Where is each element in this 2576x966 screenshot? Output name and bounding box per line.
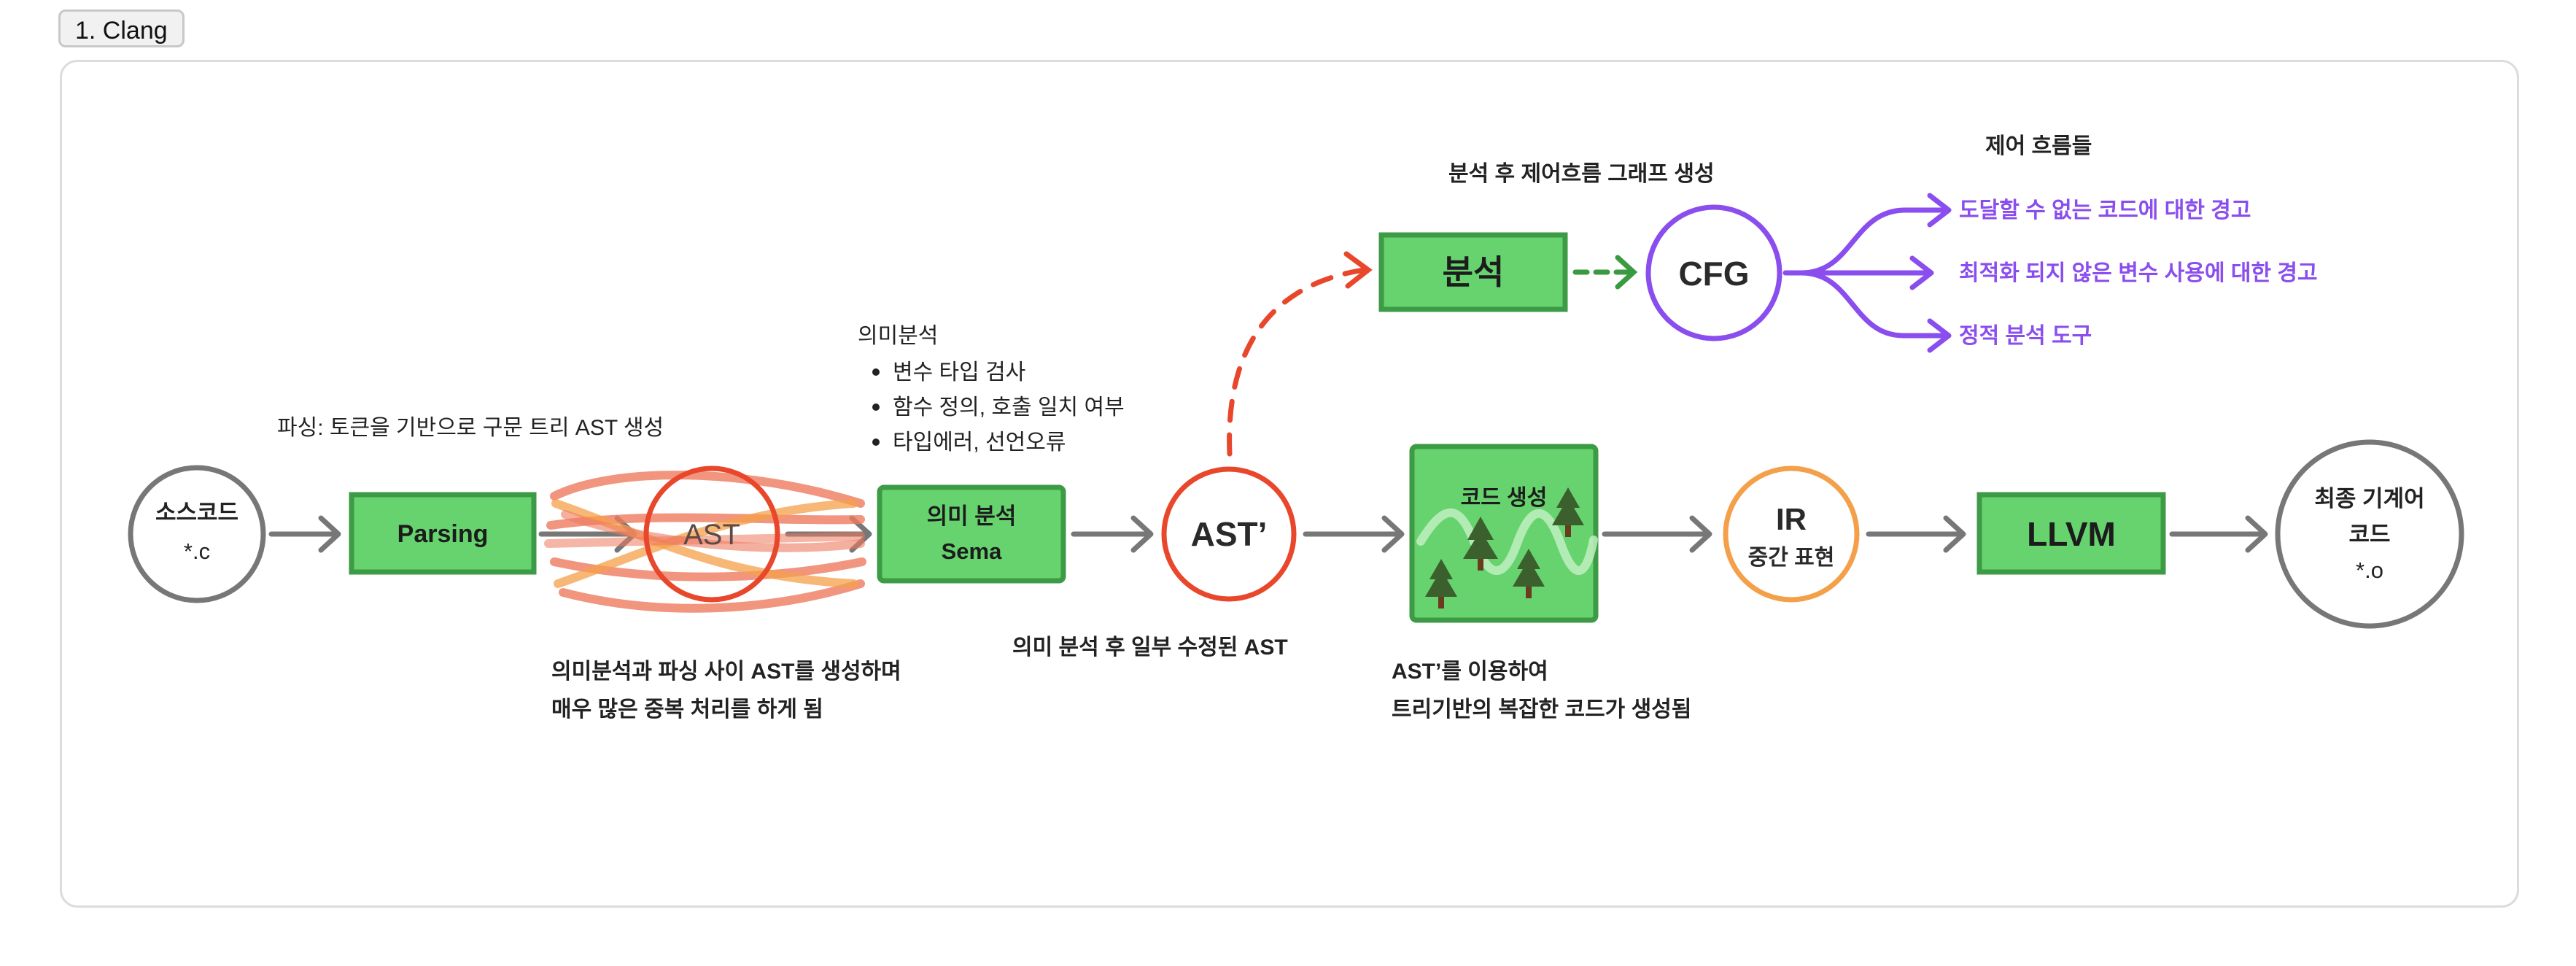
duplicate-note-line2: 매우 많은 중복 처리를 하게 됨 bbox=[551, 698, 823, 722]
parsing-node: Parsing bbox=[349, 492, 537, 575]
ast-node: AST bbox=[643, 465, 780, 603]
duplicate-note-line1: 의미분석과 파싱 사이 AST를 생성하며 bbox=[551, 660, 901, 684]
codegen-note-line1: AST’를 이용하여 bbox=[1392, 660, 1548, 684]
ir-node: IR 중간 표현 bbox=[1723, 465, 1860, 603]
arrow-ir-to-llvm bbox=[1866, 515, 1966, 553]
final-code-node: 최종 기계어 코드 *.o bbox=[2275, 439, 2464, 629]
ast-prime-label: AST’ bbox=[1191, 515, 1268, 553]
parsing-label: Parsing bbox=[397, 520, 489, 548]
tree-icon bbox=[1425, 559, 1457, 608]
sema-sublabel: Sema bbox=[942, 538, 1002, 564]
cfg-label: CFG bbox=[1678, 255, 1749, 293]
arrow-astprime-to-analysis bbox=[1227, 251, 1373, 457]
codegen-label: 코드 생성 bbox=[1461, 486, 1548, 510]
llvm-node: LLVM bbox=[1976, 492, 2166, 575]
ast-prime-note: 의미 분석 후 일부 수정된 AST bbox=[1012, 635, 1288, 660]
tree-icon bbox=[1552, 487, 1584, 537]
arrow-codegen-to-ir bbox=[1602, 515, 1712, 553]
cfg-note: 분석 후 제어흐름 그래프 생성 bbox=[1448, 162, 1715, 186]
sema-note-title: 의미분석 bbox=[858, 324, 938, 348]
parsing-note: 파싱: 토큰을 기반으로 구문 트리 AST 생성 bbox=[277, 416, 664, 440]
ast-prime-node: AST’ bbox=[1161, 466, 1297, 602]
ast-label: AST bbox=[683, 519, 740, 551]
llvm-label: LLVM bbox=[2027, 515, 2116, 553]
sema-note-item: 변수 타입 검사 bbox=[893, 360, 1025, 385]
diagram-frame bbox=[60, 60, 2519, 908]
source-code-node: 소스코드 *.c bbox=[128, 465, 266, 603]
arrow-llvm-to-final bbox=[2169, 515, 2268, 553]
control-flow-branches bbox=[1782, 193, 1952, 353]
control-flow-title: 제어 흐름들 bbox=[1985, 134, 2092, 158]
sema-note-item: 타입에러, 선언오류 bbox=[893, 430, 1066, 455]
source-code-label: 소스코드 bbox=[155, 500, 238, 525]
final-code-label: 최종 기계어 bbox=[2314, 486, 2424, 511]
control-flow-item: 도달할 수 없는 코드에 대한 경고 bbox=[1959, 198, 2251, 223]
sema-note: 의미분석 변수 타입 검사 함수 정의, 호출 일치 여부 타입에러, 선언오류 bbox=[858, 324, 1125, 455]
arrow-analysis-to-cfg bbox=[1572, 255, 1638, 290]
sema-label: 의미 분석 bbox=[927, 503, 1017, 529]
final-code-ext: *.o bbox=[2356, 557, 2383, 583]
codegen-node: 코드 생성 bbox=[1409, 444, 1599, 623]
codegen-note-line2: 트리기반의 복잡한 코드가 생성됨 bbox=[1392, 698, 1691, 722]
tree-icon bbox=[1463, 517, 1498, 571]
arrow-source-to-parsing bbox=[268, 515, 341, 553]
analysis-label: 분석 bbox=[1443, 253, 1505, 291]
final-code-label-2: 코드 bbox=[2348, 522, 2390, 547]
cfg-node: CFG bbox=[1645, 204, 1782, 341]
ir-label: IR bbox=[1776, 502, 1807, 536]
source-code-ext: *.c bbox=[184, 538, 210, 564]
control-flow-item: 최적화 되지 않은 변수 사용에 대한 경고 bbox=[1959, 261, 2318, 285]
analysis-node: 분석 bbox=[1378, 232, 1568, 312]
control-flow-item: 정적 분석 도구 bbox=[1959, 324, 2092, 348]
sema-node: 의미 분석 Sema bbox=[877, 484, 1066, 584]
section-label: 1. Clang bbox=[58, 9, 185, 47]
arrow-astprime-to-codegen bbox=[1303, 515, 1405, 553]
arrow-sema-to-astprime bbox=[1071, 515, 1154, 553]
tree-icon bbox=[1513, 549, 1545, 598]
ir-sublabel: 중간 표현 bbox=[1748, 546, 1835, 570]
sema-note-item: 함수 정의, 호출 일치 여부 bbox=[893, 395, 1125, 420]
